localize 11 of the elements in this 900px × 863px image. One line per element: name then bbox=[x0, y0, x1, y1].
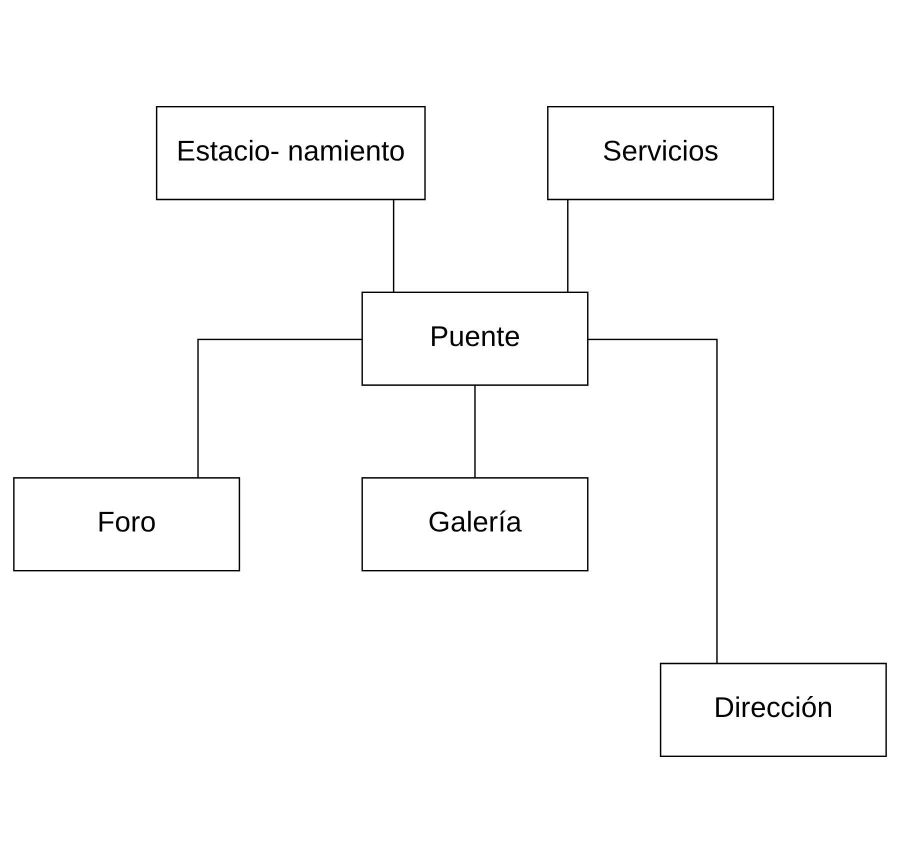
connector bbox=[567, 200, 568, 292]
connector bbox=[588, 338, 718, 664]
node-box: Galería bbox=[361, 477, 588, 572]
node-box: Estacio- namiento bbox=[156, 106, 426, 200]
connector bbox=[474, 386, 476, 478]
node-box: Foro bbox=[13, 477, 240, 572]
connector bbox=[197, 338, 362, 478]
node-box: Puente bbox=[361, 292, 588, 386]
node-box: Servicios bbox=[547, 106, 774, 200]
connector bbox=[392, 200, 394, 292]
node-box: Dirección bbox=[660, 662, 887, 757]
